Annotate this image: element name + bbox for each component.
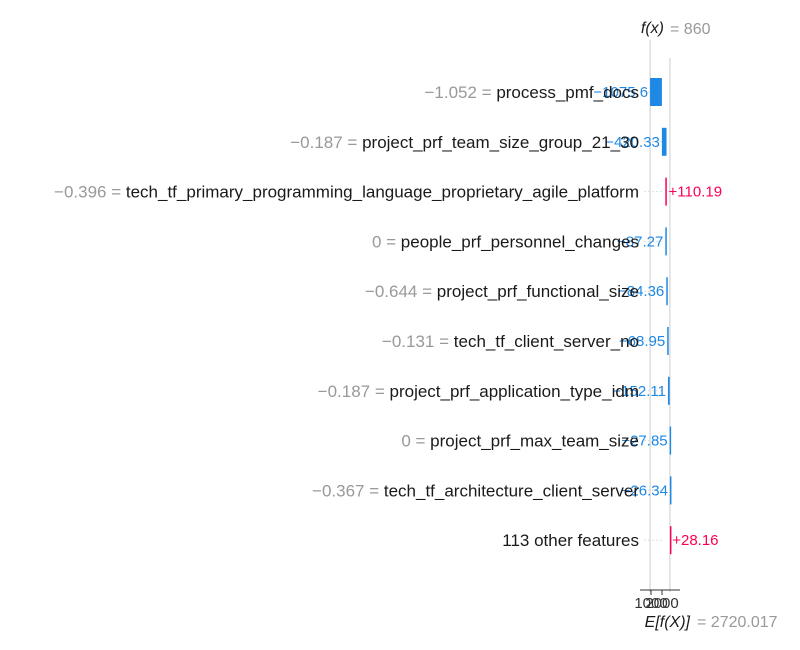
- shap-label: −87.27: [617, 233, 663, 250]
- feature-name: tech_tf_primary_programming_language_pro…: [126, 183, 639, 202]
- feature-name: 113 other features: [502, 531, 639, 550]
- feature-name: project_prf_application_type_idm: [390, 382, 640, 401]
- grid-layer: [640, 40, 680, 595]
- shap-label: +110.19: [669, 184, 723, 201]
- shap-label: −84.36: [618, 283, 664, 300]
- feature-value: −0.367 =: [312, 481, 384, 500]
- shap-label: −1075.6: [593, 84, 648, 101]
- shap-bar: [667, 327, 669, 355]
- shap-bar: [665, 227, 667, 256]
- feature-value: −0.644 =: [365, 282, 437, 301]
- feature-label: −1.052 = process_pmf_docs: [424, 83, 639, 102]
- feature-name: project_prf_functional_size: [437, 282, 639, 301]
- feature-value: −0.187 =: [318, 382, 390, 401]
- x-tick-label: 2000: [645, 595, 678, 612]
- feature-name: people_prf_personnel_changes: [401, 232, 639, 251]
- bar-layer: [650, 78, 672, 555]
- fx-label: f(x): [641, 20, 664, 37]
- feature-value: −1.052 =: [424, 83, 496, 102]
- shap-bar: [661, 127, 667, 156]
- feature-value: 0 =: [401, 432, 430, 451]
- feature-value: −0.131 =: [382, 332, 454, 351]
- shap-bar: [669, 476, 672, 505]
- shap-label: −152.11: [612, 383, 666, 400]
- shap-bar: [666, 277, 668, 306]
- feature-label: −0.187 = project_prf_application_type_id…: [318, 382, 639, 401]
- feature-value: −0.187 =: [290, 133, 362, 152]
- ex-label: E[f(X)]: [645, 614, 691, 631]
- x-tick-label: 1000: [634, 595, 667, 612]
- shap-label: −27.85: [621, 433, 667, 450]
- shap-bar: [669, 526, 672, 555]
- shap-bar: [650, 78, 662, 106]
- feature-label: −0.131 = tech_tf_client_server_no: [382, 332, 639, 351]
- feature-value: −0.396 =: [54, 183, 126, 202]
- feature-name: process_pmf_docs: [496, 83, 639, 102]
- shap-bar: [669, 426, 672, 455]
- fx-value: = 860: [670, 21, 711, 38]
- feature-label: −0.367 = tech_tf_architecture_client_ser…: [312, 481, 639, 500]
- feature-label: −0.644 = project_prf_functional_size: [365, 282, 639, 301]
- shap-bar: [667, 376, 670, 405]
- feature-name: project_prf_max_team_size: [430, 432, 639, 451]
- feature-label: −0.187 = project_prf_team_size_group_21_…: [290, 133, 639, 152]
- feature-label: −0.396 = tech_tf_primary_programming_lan…: [54, 183, 639, 202]
- shap-label: −26.34: [622, 482, 668, 499]
- feature-name: tech_tf_architecture_client_server: [384, 481, 639, 500]
- feature-label: 0 = project_prf_max_team_size: [401, 432, 639, 451]
- feature-value: 0 =: [372, 232, 401, 251]
- shap-label: +28.16: [672, 532, 718, 549]
- shap-bar: [665, 177, 667, 206]
- shap-label: −420.33: [605, 134, 660, 151]
- shap-label: −68.95: [619, 333, 665, 350]
- feature-name: project_prf_team_size_group_21_30: [362, 133, 639, 152]
- feature-name: tech_tf_client_server_no: [454, 332, 639, 351]
- feature-label: 113 other features: [502, 531, 639, 550]
- feature-label: 0 = people_prf_personnel_changes: [372, 232, 639, 251]
- ex-value: = 2720.017: [697, 614, 778, 631]
